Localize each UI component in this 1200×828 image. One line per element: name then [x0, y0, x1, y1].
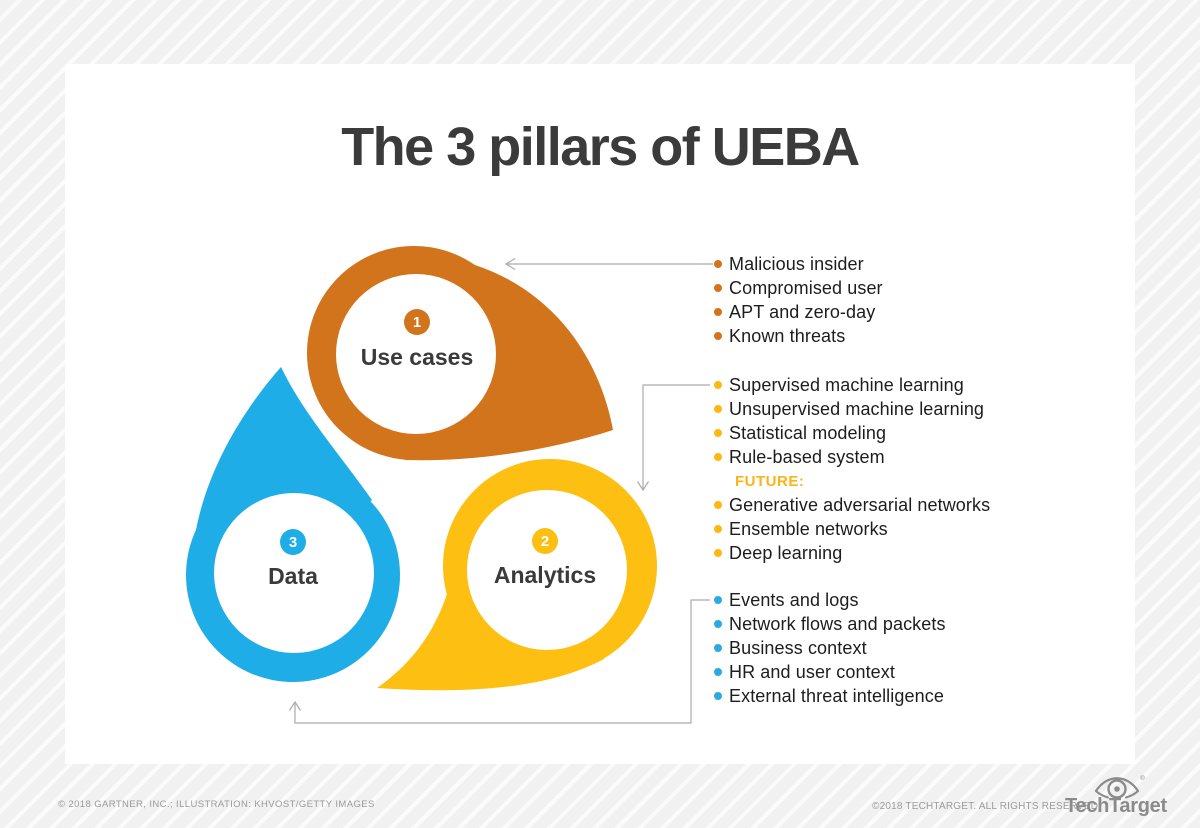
arrow-up-icon	[288, 700, 302, 711]
bullet-icon	[714, 332, 722, 340]
connector-analytics	[642, 384, 710, 489]
list-item: Network flows and packets	[714, 612, 946, 636]
use-cases-number-badge: 1	[404, 309, 430, 335]
bullet-icon	[714, 644, 722, 652]
bullet-icon	[714, 501, 722, 509]
use-cases-pillar-shape	[307, 246, 613, 461]
list-item: Statistical modeling	[714, 421, 984, 445]
list-item-text: Malicious insider	[729, 253, 864, 274]
future-heading: FUTURE:	[735, 473, 805, 490]
techtarget-copyright: ©2018 TECHTARGET. ALL RIGHTS RESERVED	[872, 801, 1099, 812]
list-item-text: Statistical modeling	[729, 422, 887, 443]
list-item-text: Ensemble networks	[729, 518, 888, 539]
bullet-icon	[714, 429, 722, 437]
bullet-icon	[714, 596, 722, 604]
arrow-left-icon	[504, 257, 516, 271]
list-item-text: Unsupervised machine learning	[729, 398, 985, 419]
use-cases-list: Malicious insider Compromised user APT a…	[714, 252, 883, 348]
list-item: Malicious insider	[714, 252, 883, 276]
techtarget-logo: ® TechTarget	[1063, 770, 1178, 820]
gartner-credit: © 2018 GARTNER, INC.; ILLUSTRATION: KHVO…	[58, 799, 375, 810]
techtarget-eye-icon: ®	[1094, 774, 1145, 799]
page-title: The 3 pillars of UEBA	[341, 117, 860, 177]
bullet-icon	[714, 668, 722, 676]
list-item: Events and logs	[714, 588, 946, 612]
analytics-list: Supervised machine learning Unsupervised…	[714, 373, 984, 469]
data-label: Data	[268, 563, 318, 589]
list-item: Business context	[714, 636, 946, 660]
list-item-text: Events and logs	[729, 589, 859, 610]
bullet-icon	[714, 549, 722, 557]
analytics-future-list: Generative adversarial networks Ensemble…	[714, 493, 990, 565]
bullet-icon	[714, 405, 722, 413]
use-cases-ring-hole	[336, 274, 496, 434]
bullet-icon	[714, 381, 722, 389]
list-item: Deep learning	[714, 541, 990, 565]
bullet-icon	[714, 308, 722, 316]
list-item-text: APT and zero-day	[729, 301, 876, 322]
list-item: Compromised user	[714, 276, 883, 300]
bullet-icon	[714, 453, 722, 461]
list-item-text: HR and user context	[729, 661, 895, 682]
bullet-icon	[714, 260, 722, 268]
bullet-icon	[714, 525, 722, 533]
data-ring-hole	[214, 493, 374, 653]
list-item: Unsupervised machine learning	[714, 397, 984, 421]
techtarget-wordmark: TechTarget	[1065, 795, 1167, 817]
data-pillar-shape	[186, 367, 400, 682]
list-item-text: Rule-based system	[729, 446, 885, 467]
data-number-badge: 3	[280, 529, 306, 555]
bullet-icon	[714, 284, 722, 292]
list-item-text: External threat intelligence	[729, 685, 944, 706]
list-item-text: Deep learning	[729, 542, 843, 563]
list-item: HR and user context	[714, 660, 946, 684]
list-item-text: Supervised machine learning	[729, 374, 964, 395]
list-item-text: Compromised user	[729, 277, 883, 298]
list-item: Known threats	[714, 324, 883, 348]
list-item: Rule-based system	[714, 445, 984, 469]
list-item: APT and zero-day	[714, 300, 883, 324]
registered-mark-icon: ®	[1140, 774, 1145, 782]
analytics-ring-hole	[467, 490, 627, 650]
list-item-text: Network flows and packets	[729, 613, 946, 634]
list-item-text: Known threats	[729, 325, 846, 346]
use-cases-label: Use cases	[360, 344, 474, 370]
list-item-text: Generative adversarial networks	[729, 494, 991, 515]
list-item: Generative adversarial networks	[714, 493, 990, 517]
list-item: External threat intelligence	[714, 684, 946, 708]
list-item: Supervised machine learning	[714, 373, 984, 397]
list-item: Ensemble networks	[714, 517, 990, 541]
techtarget-logo-graphic: ® TechTarget	[1065, 774, 1168, 817]
list-item-text: Business context	[729, 637, 867, 658]
bullet-icon	[714, 692, 722, 700]
analytics-pillar-shape	[377, 459, 657, 691]
analytics-label: Analytics	[493, 562, 597, 588]
connector-data	[294, 599, 710, 724]
arrow-down-icon	[636, 481, 650, 492]
analytics-number-badge: 2	[532, 528, 558, 554]
data-list: Events and logs Network flows and packet…	[714, 588, 946, 708]
bullet-icon	[714, 620, 722, 628]
